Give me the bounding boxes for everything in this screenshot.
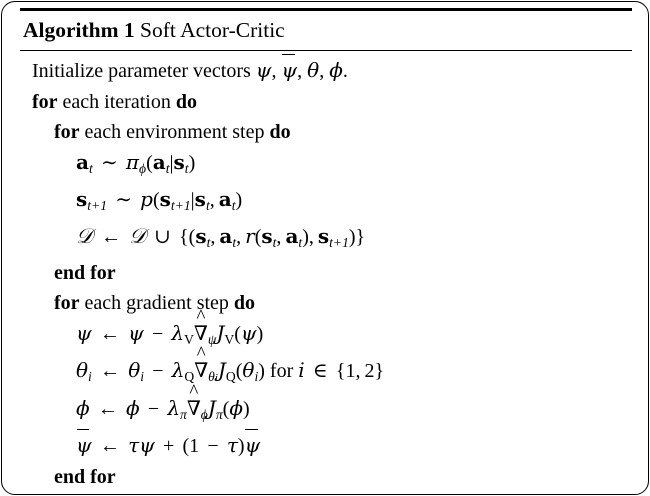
symbol-action: a bbox=[76, 149, 89, 174]
for-gradient-step-text: each gradient step bbox=[84, 292, 229, 315]
symbol-psi: ψ bbox=[76, 321, 92, 346]
init-text: Initialize parameter vectors bbox=[32, 60, 251, 83]
symbol-nabla-hat: ∇ bbox=[194, 356, 208, 386]
algorithm-body: Initialize parameter vectors ψ, ψ, θ, ϕ.… bbox=[20, 51, 632, 496]
symbol-nabla-hat: ∇ bbox=[194, 319, 208, 349]
algorithm-line-end-for-env-step: end for bbox=[20, 258, 632, 288]
symbol-phi: ϕ bbox=[126, 396, 140, 421]
algorithm-name: Soft Actor-Critic bbox=[140, 18, 285, 42]
operator-minus: − bbox=[151, 323, 164, 346]
symbol-replay-buffer: 𝒟 bbox=[129, 223, 146, 248]
for-env-step-text: each environment step bbox=[84, 120, 265, 143]
symbol-psi-bar: ψ bbox=[76, 429, 92, 460]
symbol-psi: ψ bbox=[128, 321, 144, 346]
for-index-text: for bbox=[269, 360, 294, 383]
symbol-psi: ψ bbox=[255, 58, 272, 83]
operator-minus: − bbox=[152, 360, 164, 383]
operator-assign: ← bbox=[100, 360, 121, 383]
init-period: . bbox=[342, 60, 348, 83]
symbol-tau: τ bbox=[128, 433, 140, 458]
keyword-for: for bbox=[54, 292, 80, 315]
algorithm-line-init: Initialize parameter vectors ψ, ψ, θ, ϕ. bbox=[20, 54, 632, 86]
algorithm-title: Algorithm 1 Soft Actor-Critic bbox=[20, 11, 632, 50]
operator-minus: − bbox=[147, 398, 160, 421]
symbol-phi: ϕ bbox=[76, 396, 90, 421]
symbol-lambda-q: λ bbox=[171, 358, 185, 383]
algorithm-line-update-theta: θi ← θi − λQ∇θiJQ(θi) for i ∈ {1, 2} bbox=[20, 355, 632, 393]
symbol-state: s bbox=[76, 186, 88, 211]
operator-assign: ← bbox=[99, 435, 120, 458]
algorithm-line-for-iteration: for each iteration do bbox=[20, 87, 632, 117]
symbol-psi-bar: ψ bbox=[245, 429, 260, 460]
keyword-for: for bbox=[32, 90, 58, 113]
symbol-psi-bar: ψ bbox=[281, 54, 297, 85]
operator-union: ∪ bbox=[154, 225, 171, 248]
operator-distributed-as: ∼ bbox=[115, 188, 132, 211]
symbol-tau: τ bbox=[226, 433, 238, 458]
operator-minus: − bbox=[207, 435, 219, 458]
symbol-policy: π bbox=[125, 149, 140, 174]
symbol-psi: ψ bbox=[139, 433, 155, 458]
algorithm-line-for-gradient-step: for each gradient step do bbox=[20, 288, 632, 318]
critic-index-set: {1, 2} bbox=[335, 360, 385, 383]
symbol-nabla-hat: ∇ bbox=[187, 394, 201, 424]
algorithm-line-for-env-step: for each environment step do bbox=[20, 117, 632, 147]
symbol-lambda-pi: λ bbox=[167, 396, 180, 421]
operator-distributed-as: ∼ bbox=[100, 151, 118, 174]
algorithm-line-update-psi-bar: ψ ← τψ + (1 − τ)ψ bbox=[20, 429, 632, 461]
keyword-do: do bbox=[233, 292, 256, 315]
algorithm-title-rule bbox=[20, 50, 632, 52]
symbol-phi: ϕ bbox=[329, 58, 343, 83]
keyword-do: do bbox=[175, 90, 197, 113]
operator-plus: + bbox=[163, 435, 175, 458]
symbol-theta: θ bbox=[307, 58, 320, 83]
algorithm-line-update-phi: ϕ ← ϕ − λπ∇ϕJπ(ϕ) bbox=[20, 393, 632, 430]
algorithm-label: Algorithm 1 bbox=[23, 18, 135, 42]
algorithm-line-update-psi: ψ ← ψ − λV∇ψJV(ψ) bbox=[20, 318, 632, 355]
keyword-end-for: end for bbox=[54, 465, 116, 488]
keyword-for: for bbox=[54, 120, 80, 143]
algorithm-line-end-for-gradient-step: end for bbox=[20, 462, 632, 492]
symbol-reward: r bbox=[245, 223, 255, 248]
operator-assign: ← bbox=[100, 225, 121, 248]
algorithm-box: Algorithm 1 Soft Actor-Critic Initialize… bbox=[20, 8, 632, 496]
operator-assign: ← bbox=[99, 323, 120, 346]
symbol-replay-buffer: 𝒟 bbox=[76, 223, 93, 248]
algorithm-line-sample-next-state: st+1 ∼ p(st+1|st, at) bbox=[76, 186, 243, 213]
operator-assign: ← bbox=[97, 398, 118, 421]
keyword-end-for: end for bbox=[54, 261, 116, 284]
algorithm-line-append-replay-buffer: 𝒟 ← 𝒟 ∪ {(st, at, r(st, at), st+1)} bbox=[76, 223, 366, 250]
symbol-theta: θ bbox=[76, 358, 89, 383]
operator-element-of: ∈ bbox=[312, 360, 328, 383]
symbol-theta: θ bbox=[128, 358, 141, 383]
algorithm-top-rule bbox=[20, 8, 632, 11]
symbol-objective-pi: J bbox=[207, 396, 216, 421]
symbol-index-i: i bbox=[298, 358, 305, 383]
symbol-objective-q: J bbox=[217, 358, 226, 383]
algorithm-line-end-for-iteration: end for bbox=[20, 492, 632, 496]
for-iteration-text: each iteration bbox=[62, 90, 171, 113]
algorithm-line-sample-action: at ∼ πϕ(at|st) bbox=[76, 149, 196, 176]
keyword-do: do bbox=[269, 120, 291, 143]
symbol-lambda-v: λ bbox=[171, 321, 185, 346]
symbol-objective-v: J bbox=[216, 321, 225, 346]
symbol-transition: p bbox=[140, 186, 153, 211]
